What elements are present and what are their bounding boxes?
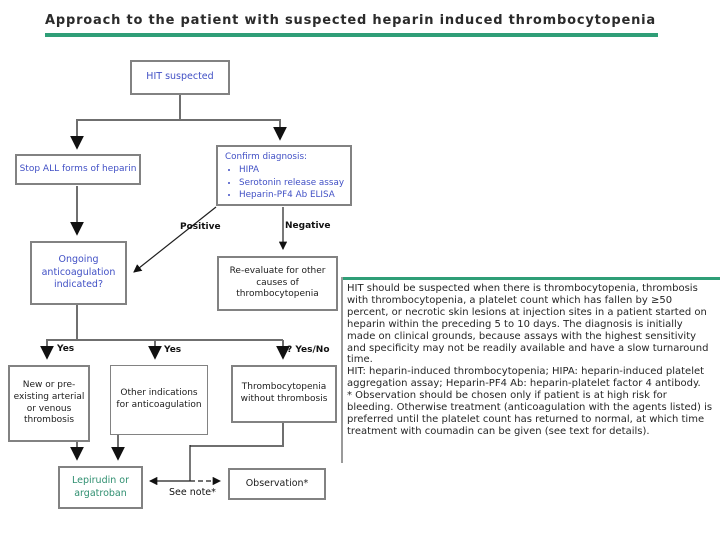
confirm-diagnosis-item: HIPA <box>239 165 347 176</box>
node-thrombocytopenia-without-thrombosis: Thrombocytopenia without thrombosis <box>231 365 337 423</box>
notes-left-border <box>341 277 343 463</box>
node-lepirudin-argatroban: Lepirudin or argatroban <box>58 466 143 509</box>
confirm-diagnosis-list: HIPA Serotonin release assay Heparin-PF4… <box>225 165 347 201</box>
title-underline <box>45 33 658 37</box>
node-ongoing-anticoagulation: Ongoing anticoagulation indicated? <box>30 241 127 305</box>
edge-label-yes-middle: Yes <box>164 345 182 355</box>
edge-label-see-note: See note* <box>169 487 216 498</box>
edge-label-yes-no: ? Yes/No <box>287 345 330 355</box>
edge-label-positive: Positive <box>180 222 221 232</box>
node-stop-heparin: Stop ALL forms of heparin <box>15 154 141 185</box>
notes-top-rule <box>341 277 720 280</box>
confirm-diagnosis-item: Serotonin release assay <box>239 178 347 189</box>
node-observation: Observation* <box>228 468 326 500</box>
confirm-diagnosis-item: Heparin-PF4 Ab ELISA <box>239 190 347 201</box>
page-title: Approach to the patient with suspected h… <box>45 13 656 28</box>
node-hit-suspected: HIT suspected <box>130 60 230 95</box>
edge-label-yes-left: Yes <box>57 344 75 354</box>
node-new-thrombosis: New or pre-existing arterial or venous t… <box>8 365 90 442</box>
notes-paragraph-suspicion: HIT should be suspected when there is th… <box>347 283 709 366</box>
notes-panel: HIT should be suspected when there is th… <box>347 283 714 438</box>
node-other-indications: Other indications for anticoagulation <box>110 365 208 435</box>
node-confirm-diagnosis: Confirm diagnosis: HIPA Serotonin releas… <box>216 145 352 206</box>
notes-paragraph-footnote: * Observation should be chosen only if p… <box>347 390 713 437</box>
confirm-diagnosis-title: Confirm diagnosis: <box>225 152 308 162</box>
node-reevaluate: Re-evaluate for other causes of thromboc… <box>217 256 338 311</box>
edge-label-negative: Negative <box>285 221 331 231</box>
arrow-positive-diagonal <box>133 206 217 273</box>
notes-paragraph-abbreviations: HIT: heparin-induced thrombocytopenia; H… <box>347 366 705 390</box>
